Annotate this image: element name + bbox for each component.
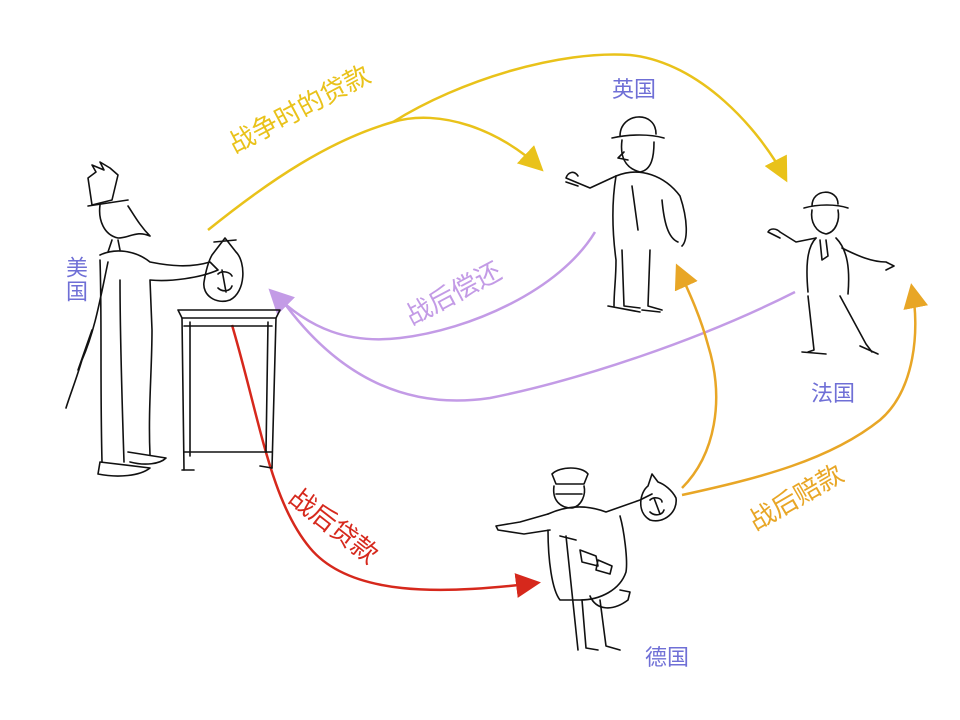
repayment-arrows xyxy=(268,231,796,402)
top-hat xyxy=(87,161,119,206)
war-loan-arrow-to-france xyxy=(392,53,788,183)
bowler-hat xyxy=(803,191,849,209)
postwar-loans-arrow xyxy=(230,324,541,598)
bowler-hat xyxy=(611,116,665,139)
cabinet xyxy=(177,309,281,471)
crutch xyxy=(559,535,579,651)
repayment-arrow-from-uk xyxy=(268,231,597,341)
uk-figure xyxy=(565,116,688,313)
france-label: 法国 xyxy=(811,382,856,407)
reparation-arrow-to-france xyxy=(681,283,929,497)
war-loan-arrow-to-uk xyxy=(207,116,544,231)
soldier-cap xyxy=(551,467,589,485)
money-bag-germany xyxy=(639,473,677,522)
money-bag-usa xyxy=(203,237,244,302)
uncle-sam-head xyxy=(98,204,151,239)
uncle-sam-figure xyxy=(65,161,244,477)
france-figure xyxy=(767,191,895,355)
reparations-arrows xyxy=(674,263,929,497)
germany-figure xyxy=(495,467,677,651)
usa-label: 美国 xyxy=(62,256,87,304)
uk-label: 英国 xyxy=(612,78,657,103)
germany-label: 德国 xyxy=(645,646,690,671)
repayment-arrow-from-france xyxy=(280,290,796,402)
war-loans-arrows xyxy=(207,53,788,231)
reparation-arrow-to-uk xyxy=(674,263,718,489)
uncle-sam-body xyxy=(99,250,219,456)
